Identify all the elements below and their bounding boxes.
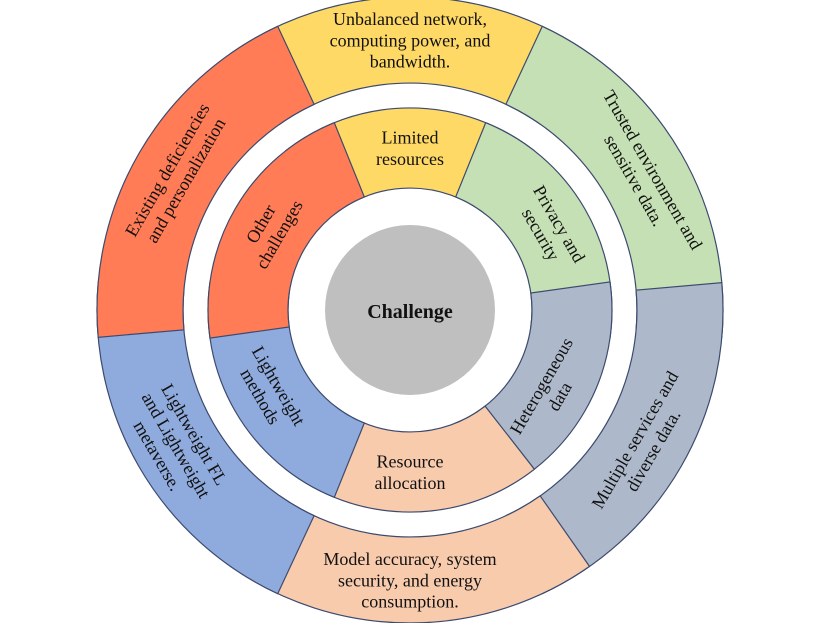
outer-segment-other-challenges bbox=[96, 25, 315, 338]
inner-label-limited-resources-line: Limited bbox=[382, 128, 439, 148]
inner-label-resource-allocation-line: Resource bbox=[377, 452, 444, 472]
inner-label-resource-allocation-line: allocation bbox=[375, 473, 446, 493]
outer-label-limited-resources-line: Unbalanced network, bbox=[333, 9, 487, 29]
outer-label-limited-resources-line: computing power, and bbox=[330, 30, 491, 50]
center-label: Challenge bbox=[367, 301, 453, 323]
center-circle bbox=[325, 225, 495, 395]
inner-segment-other-challenges bbox=[207, 121, 366, 339]
outer-label-limited-resources-line: bandwidth. bbox=[370, 52, 451, 72]
outer-label-resource-allocation-line: Model accuracy, system bbox=[323, 549, 496, 569]
outer-label-resource-allocation-line: consumption. bbox=[361, 592, 459, 612]
inner-label-limited-resources-line: resources bbox=[376, 149, 444, 169]
outer-label-resource-allocation-line: security, and energy bbox=[338, 570, 482, 590]
outer-label-limited-resources: Unbalanced network,computing power, andb… bbox=[330, 9, 491, 71]
